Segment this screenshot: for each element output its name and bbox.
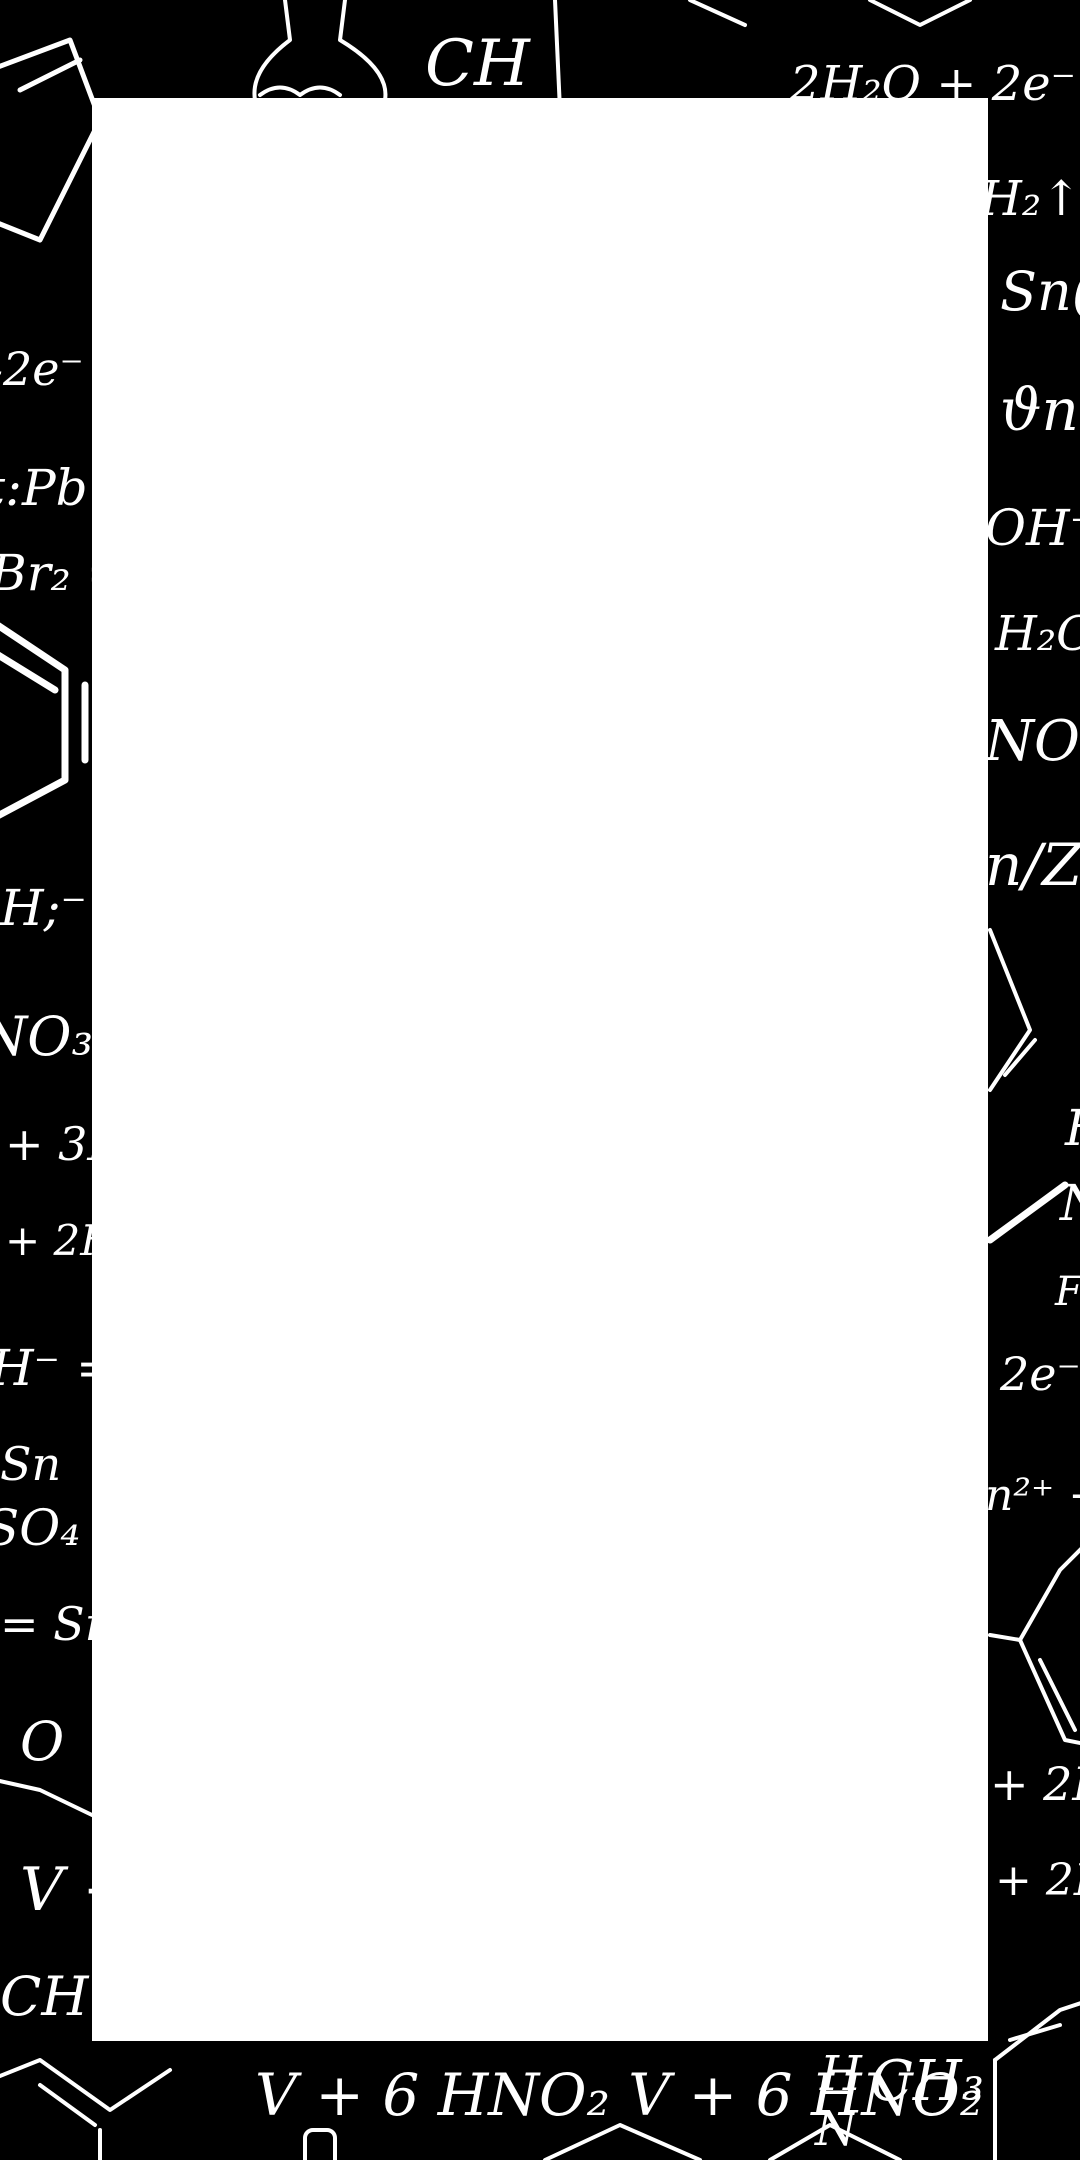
formula-text: + 2H₂ <box>990 1757 1080 1811</box>
formula-text: CH₃ <box>870 2049 984 2114</box>
formula-text: CH <box>425 27 531 101</box>
formula-text: N <box>1059 1174 1080 1232</box>
flask-top <box>252 0 388 102</box>
formula-text: Sn <box>0 1437 61 1491</box>
benzene-ring-bottom-right <box>993 2001 1080 2160</box>
formula-text: t:Pb <box>0 459 88 517</box>
formula-text: NO₂ <box>983 709 1080 774</box>
formula-text: H <box>1064 1099 1080 1157</box>
bond-left-bottom <box>0 1779 94 1817</box>
benzene-ring-top-left <box>0 37 103 243</box>
formula-text: + 2H <box>995 1855 1080 1906</box>
formula-text: H;⁻ <box>0 879 87 937</box>
formula-text: F <box>1054 1269 1080 1315</box>
formula-text: H <box>819 2046 863 2102</box>
formula-text: –2e⁻ <box>0 342 84 396</box>
formula-text: n/Z <box>985 831 1080 899</box>
formula-text: H₂↑ + <box>979 171 1080 227</box>
benzene-ring-left <box>0 622 89 819</box>
formula-text: Sn( <box>1000 260 1080 323</box>
formula-text: O <box>20 1710 64 1773</box>
formula-text: ϑnp <box>1000 376 1080 444</box>
benzene-ring-right-bottom <box>988 1547 1080 1746</box>
benzene-ring-bottom-left <box>0 2058 172 2160</box>
formula-text: OH⁻ N <box>985 499 1080 557</box>
formula-text: H₂O <box>994 606 1080 662</box>
blank-white-panel <box>92 98 988 2041</box>
formula-text: CH <box>0 1965 89 2028</box>
formula-text: n²⁺ + <box>985 1470 1080 1521</box>
formula-text: V + 6 HNO₂ V + 6 HNO₂ <box>255 2061 983 2129</box>
formula-text: 2e⁻ <box>999 1347 1080 1401</box>
benzene-ring-right-middle <box>988 928 1037 1092</box>
benzene-ring-top-center <box>553 0 972 112</box>
benzene-ring-bottom-center <box>543 2123 902 2160</box>
formula-text: N <box>814 2101 859 2157</box>
flask-bottom <box>303 2128 337 2160</box>
bond-right <box>986 1181 1069 1244</box>
